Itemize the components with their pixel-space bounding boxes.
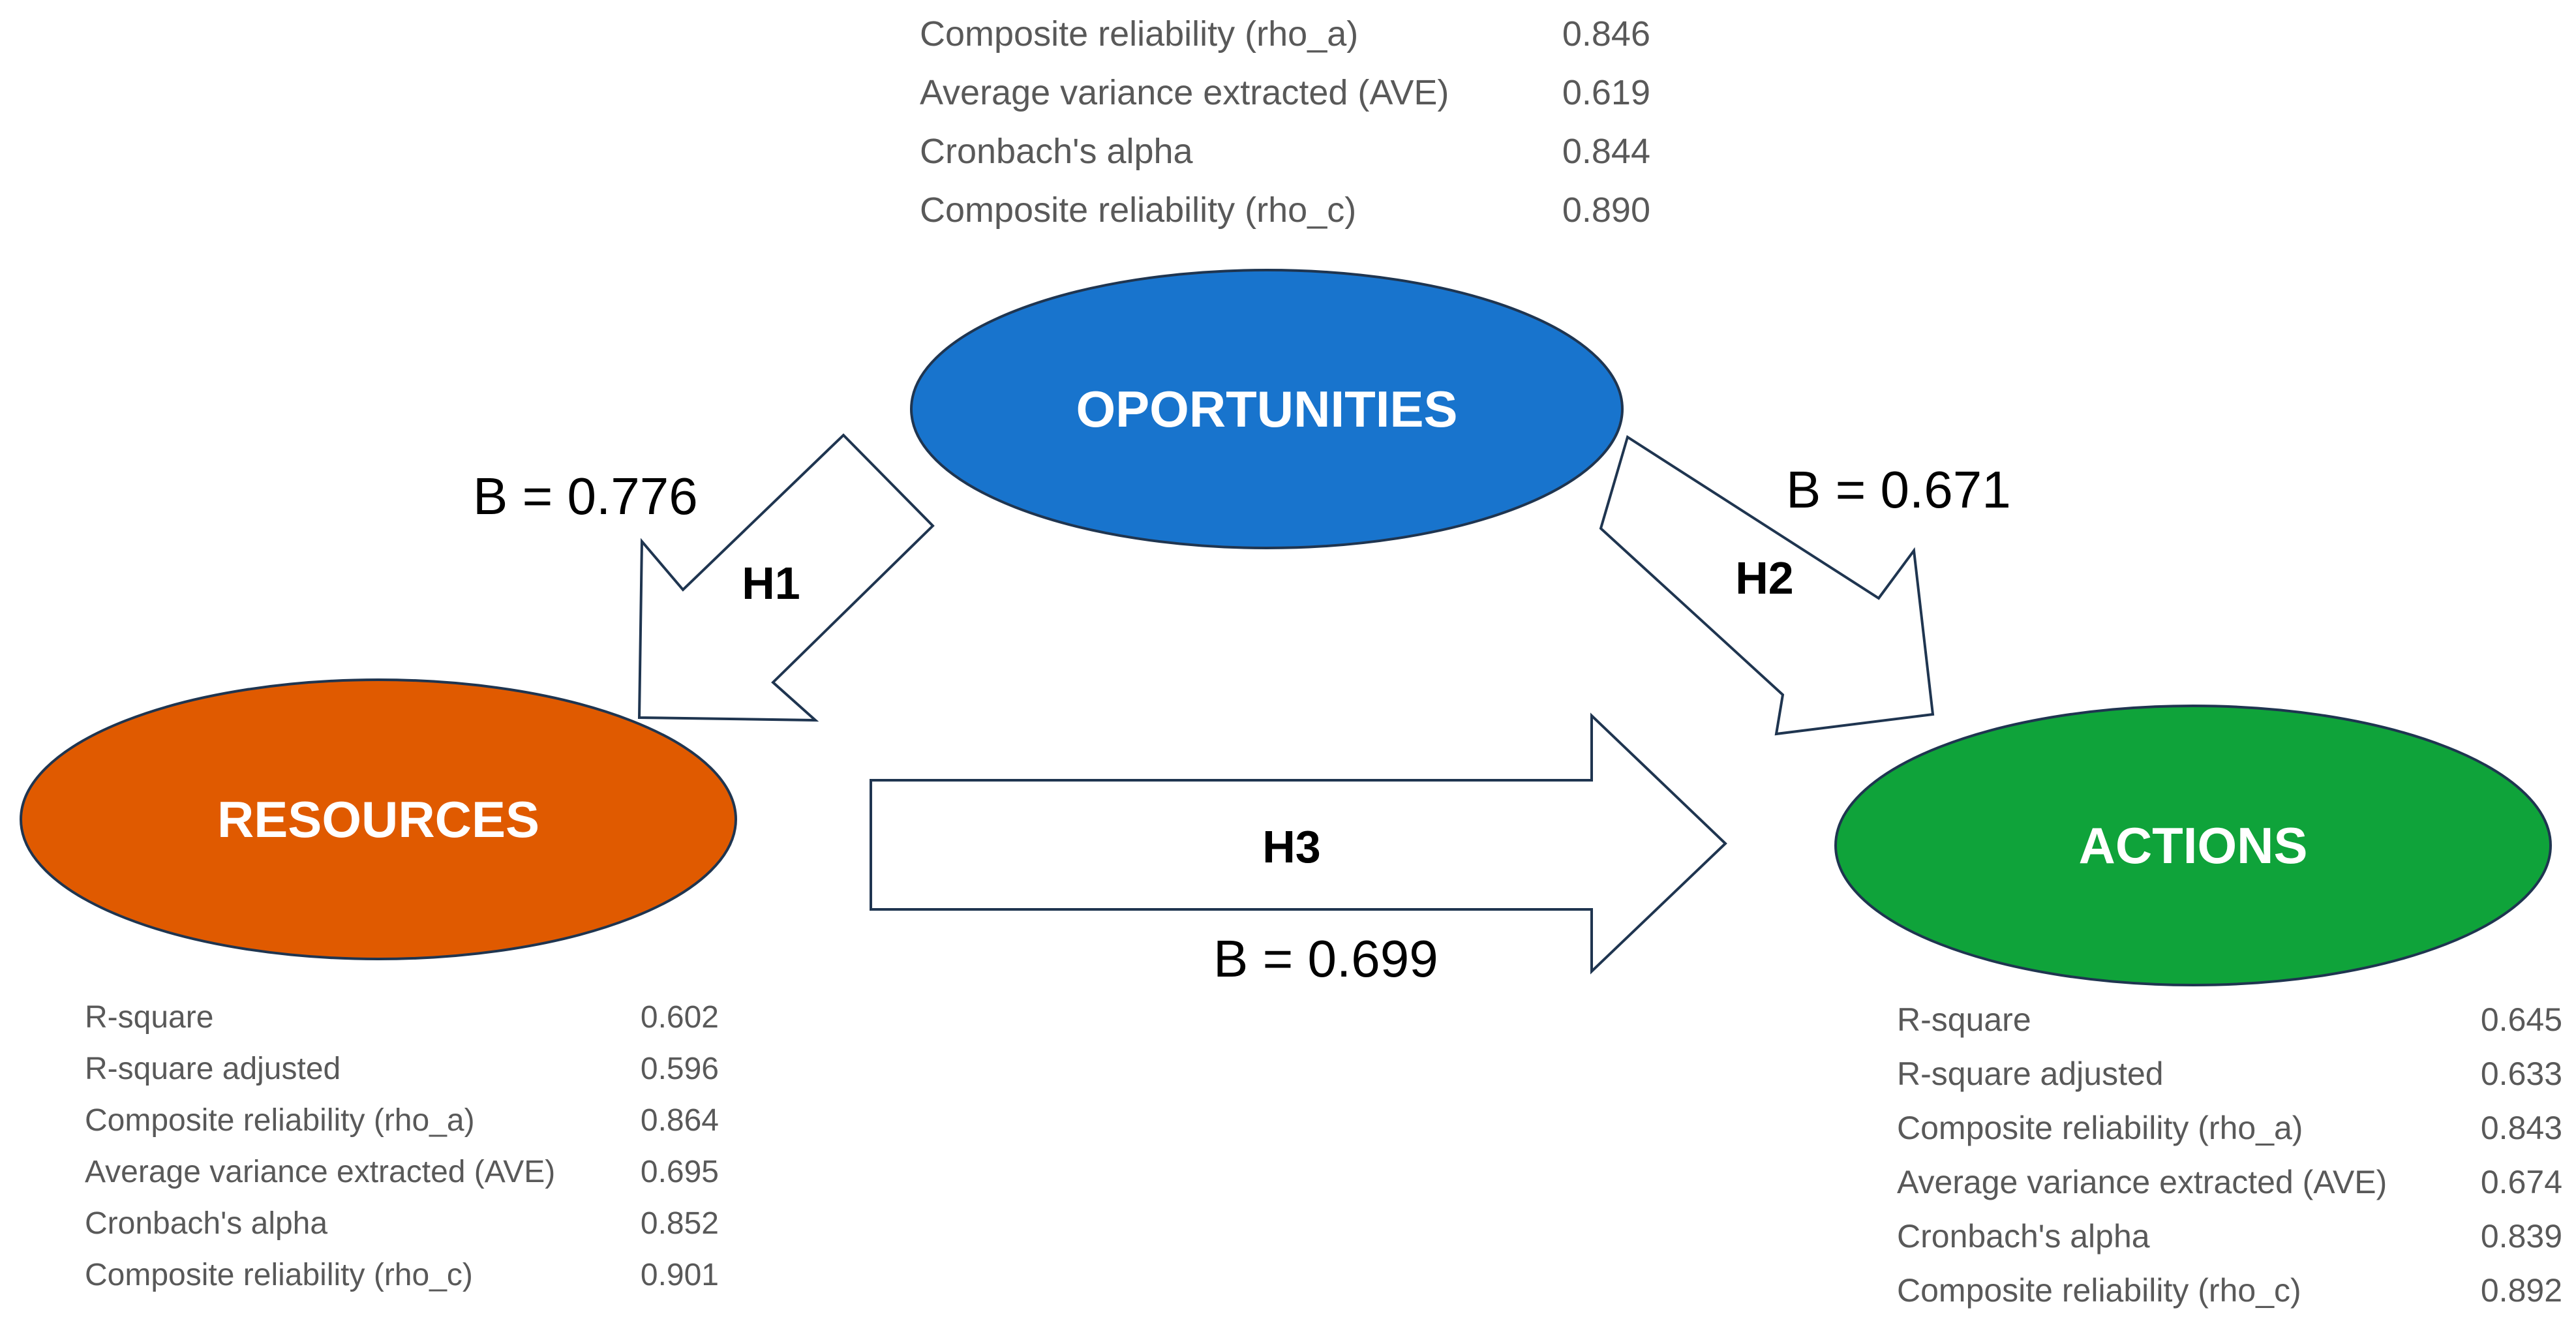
oportunities-stats-table: Composite reliability (rho_a) 0.846 Aver… [920, 10, 1650, 245]
table-row: Average variance extracted (AVE) 0.695 [85, 1151, 719, 1203]
table-row: Composite reliability (rho_a) 0.864 [85, 1100, 719, 1151]
metric-value: 0.892 [2480, 1272, 2562, 1309]
table-row: R-square adjusted 0.633 [1897, 1052, 2562, 1106]
metric-value: 0.619 [1562, 73, 1650, 112]
metric-value: 0.844 [1562, 132, 1650, 171]
table-row: Average variance extracted (AVE) 0.619 [920, 69, 1650, 128]
table-row: Cronbach's alpha 0.844 [920, 128, 1650, 187]
metric-label: Composite reliability (rho_a) [85, 1103, 475, 1138]
metric-value: 0.645 [2480, 1001, 2562, 1038]
metric-label: R-square [85, 1000, 214, 1035]
metric-value: 0.674 [2480, 1164, 2562, 1200]
h2-coefficient: B = 0.671 [1786, 461, 2011, 519]
actions-ellipse [1834, 705, 2552, 986]
metric-label: R-square [1897, 1001, 2031, 1038]
resources-ellipse [20, 678, 737, 960]
oportunities-label: OPORTUNITIES [1076, 380, 1457, 438]
table-row: Cronbach's alpha 0.839 [1897, 1215, 2562, 1269]
metric-label: Cronbach's alpha [920, 132, 1193, 171]
metric-value: 0.596 [640, 1052, 719, 1086]
metric-value: 0.602 [640, 1000, 719, 1035]
actions-label: ACTIONS [2079, 817, 2308, 874]
table-row: Composite reliability (rho_c) 0.892 [1897, 1269, 2562, 1323]
table-row: R-square adjusted 0.596 [85, 1048, 719, 1100]
metric-label: Cronbach's alpha [1897, 1218, 2150, 1255]
h3-arrow [870, 712, 1727, 975]
resources-stats-table: R-square 0.602 R-square adjusted 0.596 C… [85, 997, 719, 1306]
metric-label: Cronbach's alpha [85, 1206, 328, 1241]
h1-arrow [637, 433, 935, 722]
metric-label: Average variance extracted (AVE) [85, 1155, 556, 1189]
metric-label: Composite reliability (rho_a) [920, 14, 1359, 53]
metric-value: 0.890 [1562, 190, 1650, 230]
metric-label: Composite reliability (rho_c) [1897, 1272, 2301, 1309]
actions-stats-table: R-square 0.645 R-square adjusted 0.633 C… [1897, 998, 2562, 1323]
table-row: Composite reliability (rho_c) 0.901 [85, 1255, 719, 1306]
h3-coefficient: B = 0.699 [1213, 930, 1438, 988]
metric-label: Composite reliability (rho_a) [1897, 1110, 2303, 1146]
metric-value: 0.839 [2480, 1218, 2562, 1255]
table-row: R-square 0.602 [85, 997, 719, 1048]
table-row: Composite reliability (rho_a) 0.843 [1897, 1106, 2562, 1161]
table-row: Cronbach's alpha 0.852 [85, 1203, 719, 1255]
metric-value: 0.864 [640, 1103, 719, 1138]
metric-label: R-square adjusted [1897, 1056, 2164, 1092]
metric-label: Average variance extracted (AVE) [920, 73, 1449, 112]
table-row: R-square 0.645 [1897, 998, 2562, 1052]
h2-arrow [1599, 434, 1935, 736]
metric-label: Composite reliability (rho_c) [85, 1258, 473, 1292]
metric-label: Composite reliability (rho_c) [920, 190, 1357, 230]
h2-label: H2 [1735, 553, 1793, 603]
h3-label: H3 [1262, 821, 1320, 872]
table-row: Composite reliability (rho_c) 0.890 [920, 187, 1650, 245]
table-row: Average variance extracted (AVE) 0.674 [1897, 1161, 2562, 1215]
metric-value: 0.633 [2480, 1056, 2562, 1092]
metric-label: Average variance extracted (AVE) [1897, 1164, 2387, 1200]
metric-value: 0.695 [640, 1155, 719, 1189]
metric-value: 0.901 [640, 1258, 719, 1292]
oportunities-ellipse [910, 269, 1624, 549]
h1-label: H1 [742, 558, 800, 609]
table-row: Composite reliability (rho_a) 0.846 [920, 10, 1650, 69]
metric-value: 0.843 [2480, 1110, 2562, 1146]
h1-coefficient: B = 0.776 [473, 467, 698, 525]
metric-value: 0.852 [640, 1206, 719, 1241]
metric-value: 0.846 [1562, 14, 1650, 53]
metric-label: R-square adjusted [85, 1052, 341, 1086]
resources-label: RESOURCES [217, 791, 539, 848]
